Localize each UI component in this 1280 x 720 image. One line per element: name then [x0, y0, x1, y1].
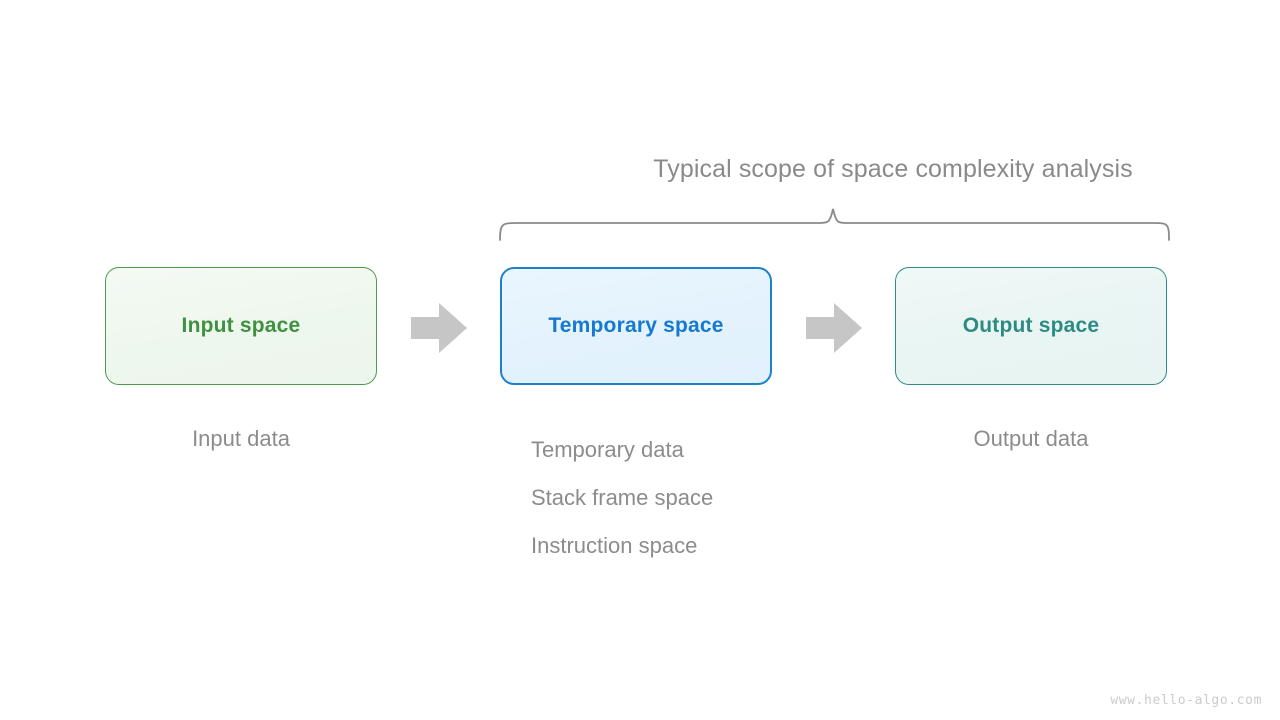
caption-temporary-list: Temporary data Stack frame space Instruc… — [531, 426, 713, 570]
scope-title: Typical scope of space complexity analys… — [0, 155, 1280, 184]
caption-stack-frame-space: Stack frame space — [531, 485, 714, 510]
caption-input-data: Input data — [192, 426, 290, 451]
box-input-space[interactable]: Input space — [105, 267, 377, 385]
scope-title-text: Typical scope of space complexity analys… — [653, 155, 1133, 183]
caption-output-data: Output data — [973, 426, 1089, 451]
watermark: www.hello-algo.com — [1110, 693, 1262, 708]
caption-instruction-space: Instruction space — [531, 533, 698, 558]
box-temporary-space-label: Temporary space — [548, 314, 724, 337]
arrow-right-icon — [409, 300, 469, 356]
box-temporary-space[interactable]: Temporary space — [500, 267, 772, 385]
box-output-space[interactable]: Output space — [895, 267, 1167, 385]
box-output-space-label: Output space — [962, 314, 1100, 337]
caption-temporary-data: Temporary data — [531, 437, 684, 462]
box-input-space-label: Input space — [181, 314, 301, 337]
scope-brace — [490, 198, 1180, 250]
arrow-right-icon — [804, 300, 864, 356]
